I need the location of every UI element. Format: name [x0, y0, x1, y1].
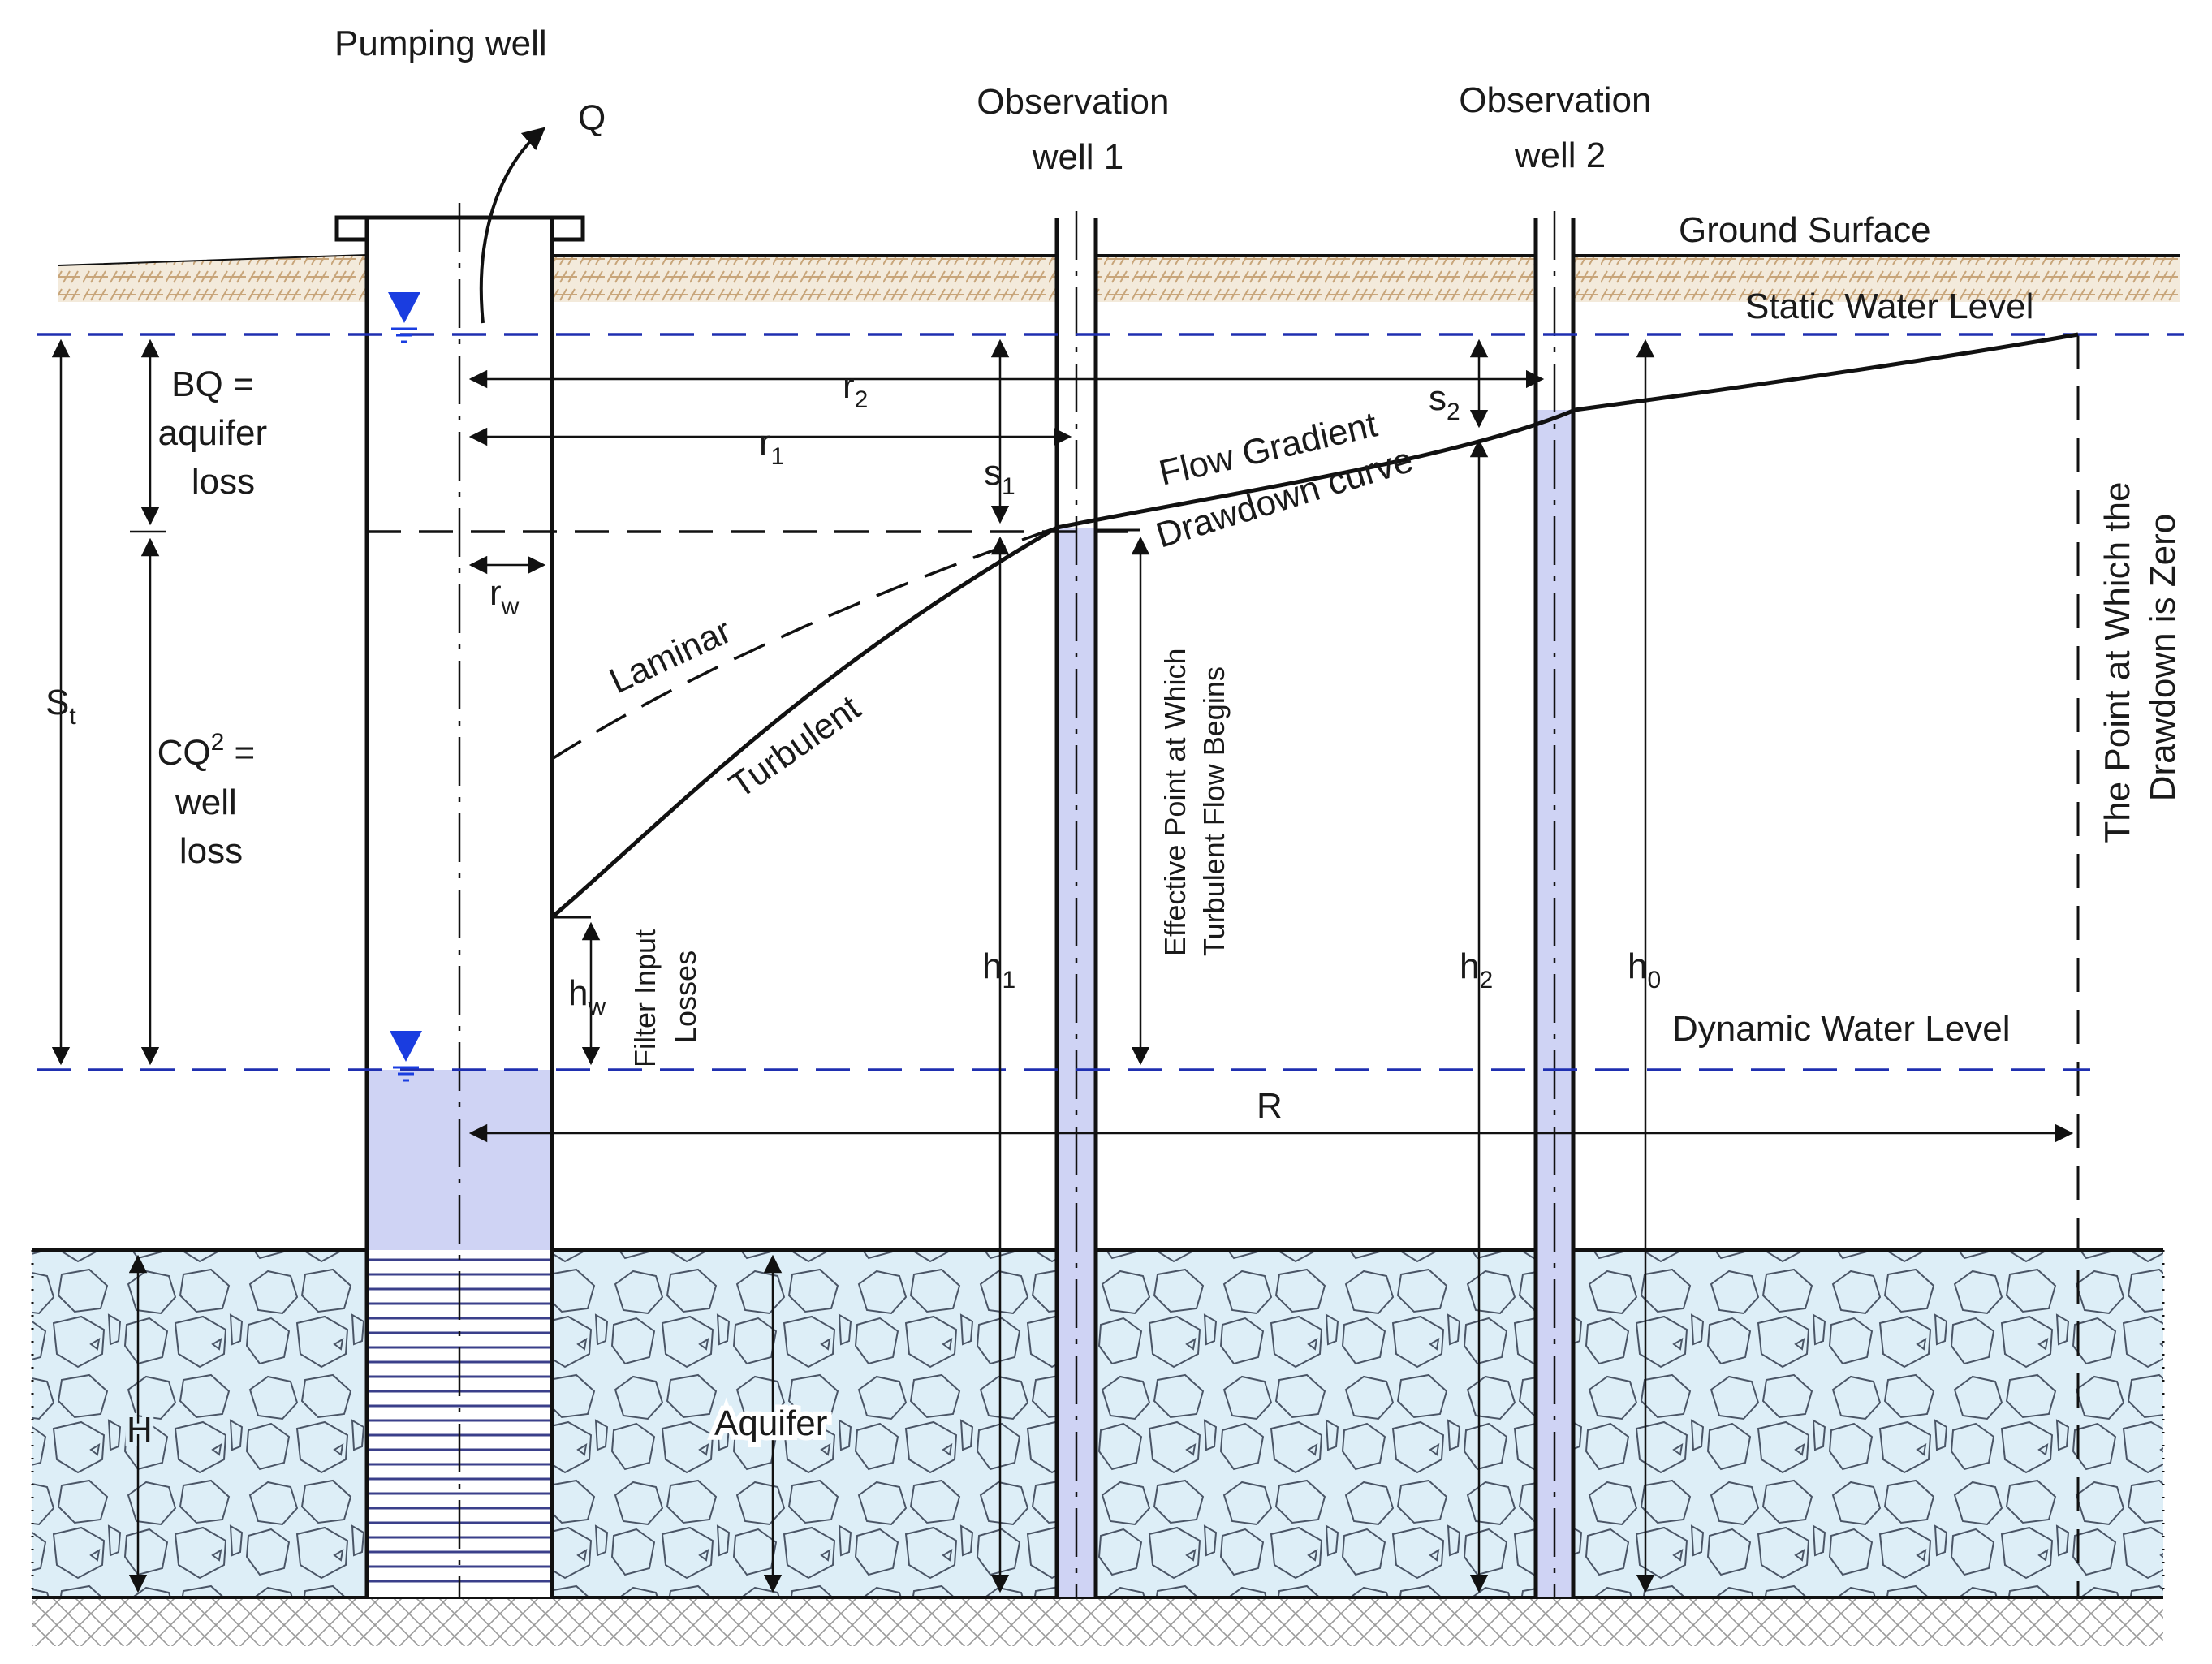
s1-label: s1 — [984, 453, 1015, 500]
soil-layer-mid2 — [1097, 257, 1534, 302]
drawdown-curve — [1056, 332, 2079, 530]
soil-layer-left — [58, 256, 367, 302]
radius-of-influence-label: R — [1257, 1086, 1283, 1126]
aquifer-label: Aquifer — [714, 1403, 827, 1443]
laminar-curve — [551, 526, 1058, 761]
discharge-q-label: Q — [578, 98, 606, 138]
laminar-label: Laminar — [604, 610, 738, 701]
h1-label: h1 — [982, 946, 1015, 994]
bedrock-layer — [32, 1597, 2163, 1646]
hw-label: hw — [568, 973, 606, 1020]
soil-layer-mid1 — [552, 257, 1055, 302]
observation-well-1-label: Observation well 1 — [977, 82, 1179, 177]
dynamic-water-level-label: Dynamic Water Level — [1672, 1009, 2011, 1049]
r2-label: r2 — [843, 366, 868, 413]
h2-label: h2 — [1460, 946, 1493, 994]
filter-input-losses-label: Filter Input Losses — [628, 921, 702, 1067]
dynamic-water-marker — [390, 1031, 422, 1082]
effective-point-label: Effective Point at Which Turbulent Flow … — [1158, 640, 1231, 956]
observation-well-2-label: Observation well 2 — [1459, 80, 1661, 175]
s2-label: s2 — [1429, 378, 1460, 425]
turbulent-curve — [550, 525, 1059, 919]
discharge-arrow — [479, 127, 546, 324]
r1-label: r1 — [759, 423, 784, 470]
pumping-well-label: Pumping well — [334, 24, 547, 63]
well-loss-label: CQ2 = well loss — [157, 729, 265, 871]
soil-layer-right — [1575, 257, 2180, 302]
static-water-level-label: Static Water Level — [1745, 287, 2033, 326]
ground-surface-label: Ground Surface — [1679, 210, 1931, 250]
h0-label: h0 — [1628, 946, 1661, 994]
total-drawdown-label: St — [45, 683, 76, 730]
rw-label: rw — [489, 573, 520, 620]
zero-drawdown-label: The Point at Which the Drawdown is Zero — [2098, 472, 2183, 843]
aquifer-thickness-label: H — [127, 1410, 153, 1450]
static-water-marker — [388, 292, 420, 343]
dimension-lines — [51, 338, 2074, 1593]
aquifer-loss-label: BQ = aquifer loss — [158, 364, 278, 502]
